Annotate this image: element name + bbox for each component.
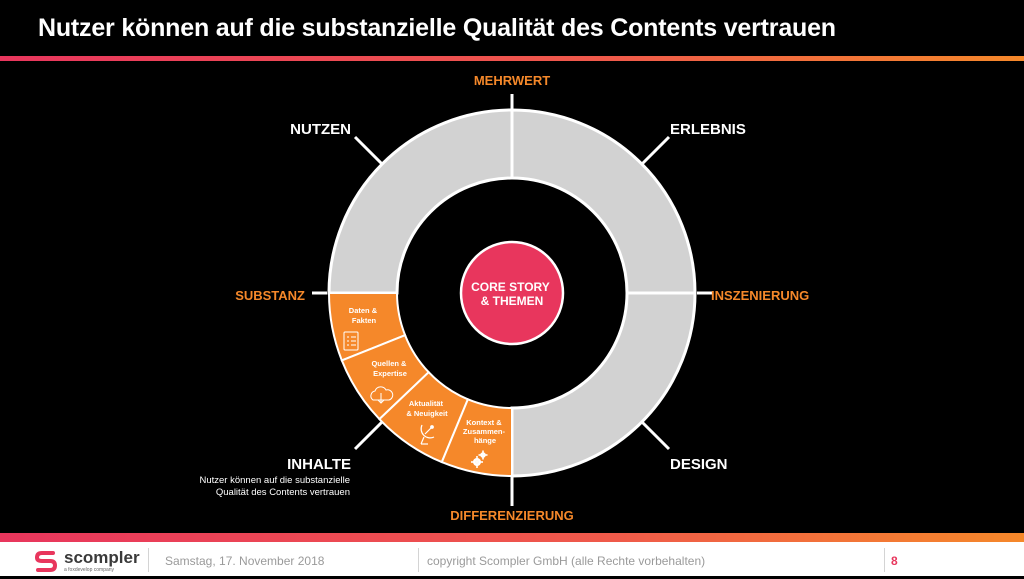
page-number: 8 xyxy=(891,554,898,568)
checklist-icon xyxy=(343,331,359,351)
core-circle xyxy=(459,240,565,346)
inhalte-description-line: Qualität des Contents vertrauen xyxy=(215,487,350,498)
logo-wordmark: scompler xyxy=(64,548,140,567)
quadrant-label-nutzen: NUTZEN xyxy=(290,121,351,138)
footer-divider xyxy=(148,548,149,572)
title-underline xyxy=(0,56,1024,61)
quadrant-label-erlebnis: ERLEBNIS xyxy=(670,121,746,138)
scompler-s-icon xyxy=(34,551,58,572)
spoke-top-right xyxy=(640,135,671,166)
ring-quadrant-erlebnis xyxy=(327,108,514,295)
footer-accent-bar xyxy=(0,533,1024,542)
page-title: Nutzer können auf die substanzielle Qual… xyxy=(38,14,836,42)
footer-divider xyxy=(884,548,885,572)
inhalte-segments xyxy=(327,292,513,478)
segment-kontext-zusammenhaenge[interactable] xyxy=(440,397,513,478)
spoke-bottom-right xyxy=(640,420,671,451)
quadrant-label-design: DESIGN xyxy=(670,456,728,473)
scompler-logo: scompler a foxdevelop company xyxy=(33,548,140,574)
inhalte-description: Nutzer können auf die substanzielle Qual… xyxy=(150,475,350,499)
axis-label-mehrwert: MEHRWERT xyxy=(474,73,550,88)
gears-icon xyxy=(471,450,488,468)
ring-quadrant-nutzen xyxy=(510,108,697,295)
spoke-bottom-left xyxy=(353,420,384,451)
axis-label-substanz: SUBSTANZ xyxy=(235,288,305,303)
segment-label-kontext: Kontext & Zusammen- hänge xyxy=(463,418,507,445)
segment-label-daten: Daten & Fakten xyxy=(349,306,379,325)
quadrant-label-inhalte: INHALTE xyxy=(287,456,351,473)
ring-quadrant-design xyxy=(510,291,697,478)
footer: scompler a foxdevelop company Samstag, 1… xyxy=(0,542,1024,576)
footer-divider xyxy=(418,548,419,572)
axis-label-inszenierung: INSZENIERUNG xyxy=(711,288,809,303)
logo-subline: a foxdevelop company xyxy=(64,567,115,573)
cloud-download-icon xyxy=(370,386,394,404)
outer-ring xyxy=(327,108,697,478)
footer-date: Samstag, 17. November 2018 xyxy=(165,554,325,568)
core-label: CORE STORY & THEMEN xyxy=(471,280,553,308)
segment-label-quellen: Quellen & Expertise xyxy=(371,359,408,378)
segment-label-aktualitaet: Aktualität & Neuigkeit xyxy=(406,399,448,418)
satellite-dish-icon xyxy=(420,424,435,445)
axis-label-differenzierung: DIFFERENZIERUNG xyxy=(450,508,574,523)
inhalte-description-line: Nutzer können auf die substanzielle xyxy=(199,475,350,486)
footer-copyright: copyright Scompler GmbH (alle Rechte vor… xyxy=(427,554,706,568)
spoke-top-left xyxy=(353,135,384,166)
